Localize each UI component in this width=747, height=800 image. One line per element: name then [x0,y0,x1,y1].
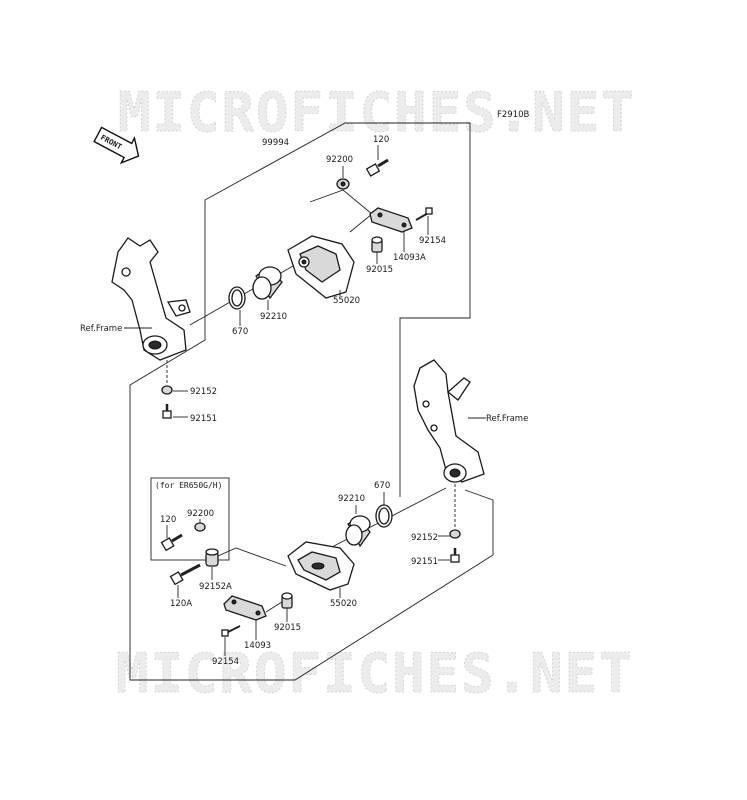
ref-frame-left: Ref.Frame [80,324,122,334]
bolt-92151-right [450,548,460,563]
bolt-120-top [365,158,389,177]
label-92152A: 92152A [199,582,232,592]
label-670-bottom: 670 [374,481,390,491]
label-92200-bottom: 92200 [187,509,214,519]
spacer-92210-top [252,266,283,300]
label-92151-right: 92151 [411,557,438,567]
label-55020-top: 55020 [333,296,360,306]
bolt-92151-left [162,404,172,419]
collar-92015-bottom [281,592,293,609]
label-55020-bottom: 55020 [330,599,357,609]
bolt-120A [169,563,201,586]
figure-code: F2910B [497,110,530,120]
ref-frame-right: Ref.Frame [486,414,528,424]
front-arrow-icon: FRONT [93,126,140,165]
label-92015-bottom: 92015 [274,623,301,633]
slider-55020-top [287,235,355,299]
label-120-bottom: 120 [160,515,176,525]
label-92210-top: 92210 [260,312,287,322]
kit-outline [204,122,471,497]
label-92015-top: 92015 [366,265,393,275]
washer-92200-bottom [194,522,206,532]
label-92154-bottom: 92154 [212,657,239,667]
screw-92154-top [415,207,433,221]
nut-92152-left [161,385,173,395]
spacer-92152A [205,548,219,567]
screw-92154-bottom [221,625,241,637]
watermark-bottom: MICROFICHES.NET [116,642,634,705]
variant-note: (for ER650G/H) [155,481,222,490]
label-92151-left: 92151 [190,414,217,424]
plate-14093A [369,207,413,233]
label-14093: 14093 [244,641,271,651]
bolt-120-bottom [160,533,183,552]
collar-92015-top [371,236,383,253]
kit-outline-left [129,200,494,681]
label-670-top: 670 [232,327,248,337]
left-frame-bracket [111,237,191,361]
label-120A: 120A [170,599,192,609]
label-92152-right: 92152 [411,533,438,543]
label-92200-top: 92200 [326,155,353,165]
variant-box: (for ER650G/H) 92200 120 [150,477,230,561]
slider-55020-bottom [287,541,355,591]
label-92152-left: 92152 [190,387,217,397]
right-frame-bracket [413,359,485,483]
label-92154-top: 92154 [419,236,446,246]
plate-14093 [223,595,267,621]
label-99994: 99994 [262,138,289,148]
nut-92152-right [449,529,461,539]
watermark-top: MICROFICHES.NET [118,81,636,144]
label-92210-bottom: 92210 [338,494,365,504]
spacer-92210-bottom [345,515,371,548]
label-14093A: 14093A [393,253,426,263]
label-120-top: 120 [373,135,389,145]
